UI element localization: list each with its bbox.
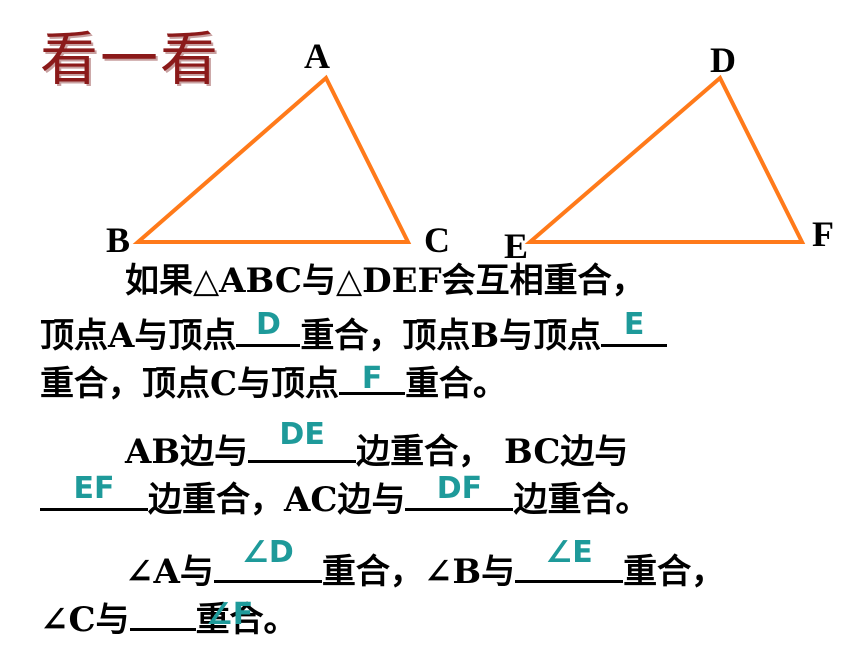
answer-d: D	[255, 307, 281, 342]
vertex-label-c: C	[424, 220, 450, 260]
para2-line2: EF 边重合，AC边与 DF 边重合。	[40, 474, 650, 520]
blank-vertex-a[interactable]: D	[236, 310, 301, 347]
blank-angle-b[interactable]: ∠E	[515, 538, 624, 583]
answer-df: DF	[436, 471, 483, 506]
blank-side-bc[interactable]: EF	[40, 474, 148, 511]
para3-line1: ∠A与 ∠D 重合，∠B与 ∠E 重合，	[125, 538, 726, 592]
vertex-label-e: E	[504, 226, 528, 260]
answer-f: F	[361, 361, 383, 396]
para1-text-4: 重合，顶点C与顶点	[40, 364, 340, 404]
triangle-abc	[132, 74, 412, 244]
para1-text-1: 如果△ABC与△DEF会互相重合，	[125, 261, 646, 301]
blank-side-ab[interactable]: DE	[248, 420, 357, 463]
para1-text-3: 重合，顶点B与顶点	[300, 316, 602, 356]
para2-line1: AB边与 DE 边重合， BC边与	[125, 420, 629, 472]
para1-text-5: 重合。	[405, 364, 508, 404]
blank-angle-c[interactable]: ∠F	[129, 598, 253, 631]
triangles-figure: A B C D E F	[106, 36, 834, 260]
blank-side-ac[interactable]: DF	[405, 474, 514, 511]
blank-vertex-b[interactable]: E	[601, 310, 668, 347]
vertex-label-a: A	[304, 36, 330, 76]
answer-angle-d: ∠D	[241, 535, 294, 570]
para3-text-5: 重合。	[195, 600, 298, 640]
page-title: 看一看	[40, 25, 221, 93]
para1-line2: 顶点A与顶点 D 重合，顶点B与顶点 E	[40, 310, 668, 356]
para2-text-1: AB边与	[125, 432, 249, 472]
triangle-def	[524, 74, 806, 244]
para2-text-4: 边重合。	[513, 480, 650, 520]
para3-text-3: 重合，	[623, 552, 726, 592]
vertex-label-f: F	[812, 214, 834, 254]
para2-text-2: 边重合， BC边与	[356, 432, 629, 472]
answer-de: DE	[279, 417, 325, 452]
blank-vertex-c[interactable]: F	[339, 361, 406, 396]
vertex-label-d: D	[710, 40, 736, 80]
para3-text-1: ∠A与	[125, 552, 214, 592]
para2-text-3: 边重合，AC边与	[148, 480, 406, 520]
answer-angle-f: ∠F	[205, 597, 254, 632]
blank-angle-a[interactable]: ∠D	[213, 538, 322, 583]
vertex-label-b: B	[106, 220, 130, 260]
para1-text-2: 顶点A与顶点	[40, 316, 237, 356]
answer-ef: EF	[73, 471, 115, 506]
para1-line3: 重合，顶点C与顶点 F 重合。	[40, 361, 508, 404]
para1-line1: 如果△ABC与△DEF会互相重合，	[125, 264, 646, 298]
answer-e: E	[623, 307, 645, 342]
para3-text-4: ∠C与	[40, 600, 130, 640]
para3-text-2: 重合，∠B与	[321, 552, 516, 592]
answer-angle-e: ∠E	[545, 535, 593, 570]
